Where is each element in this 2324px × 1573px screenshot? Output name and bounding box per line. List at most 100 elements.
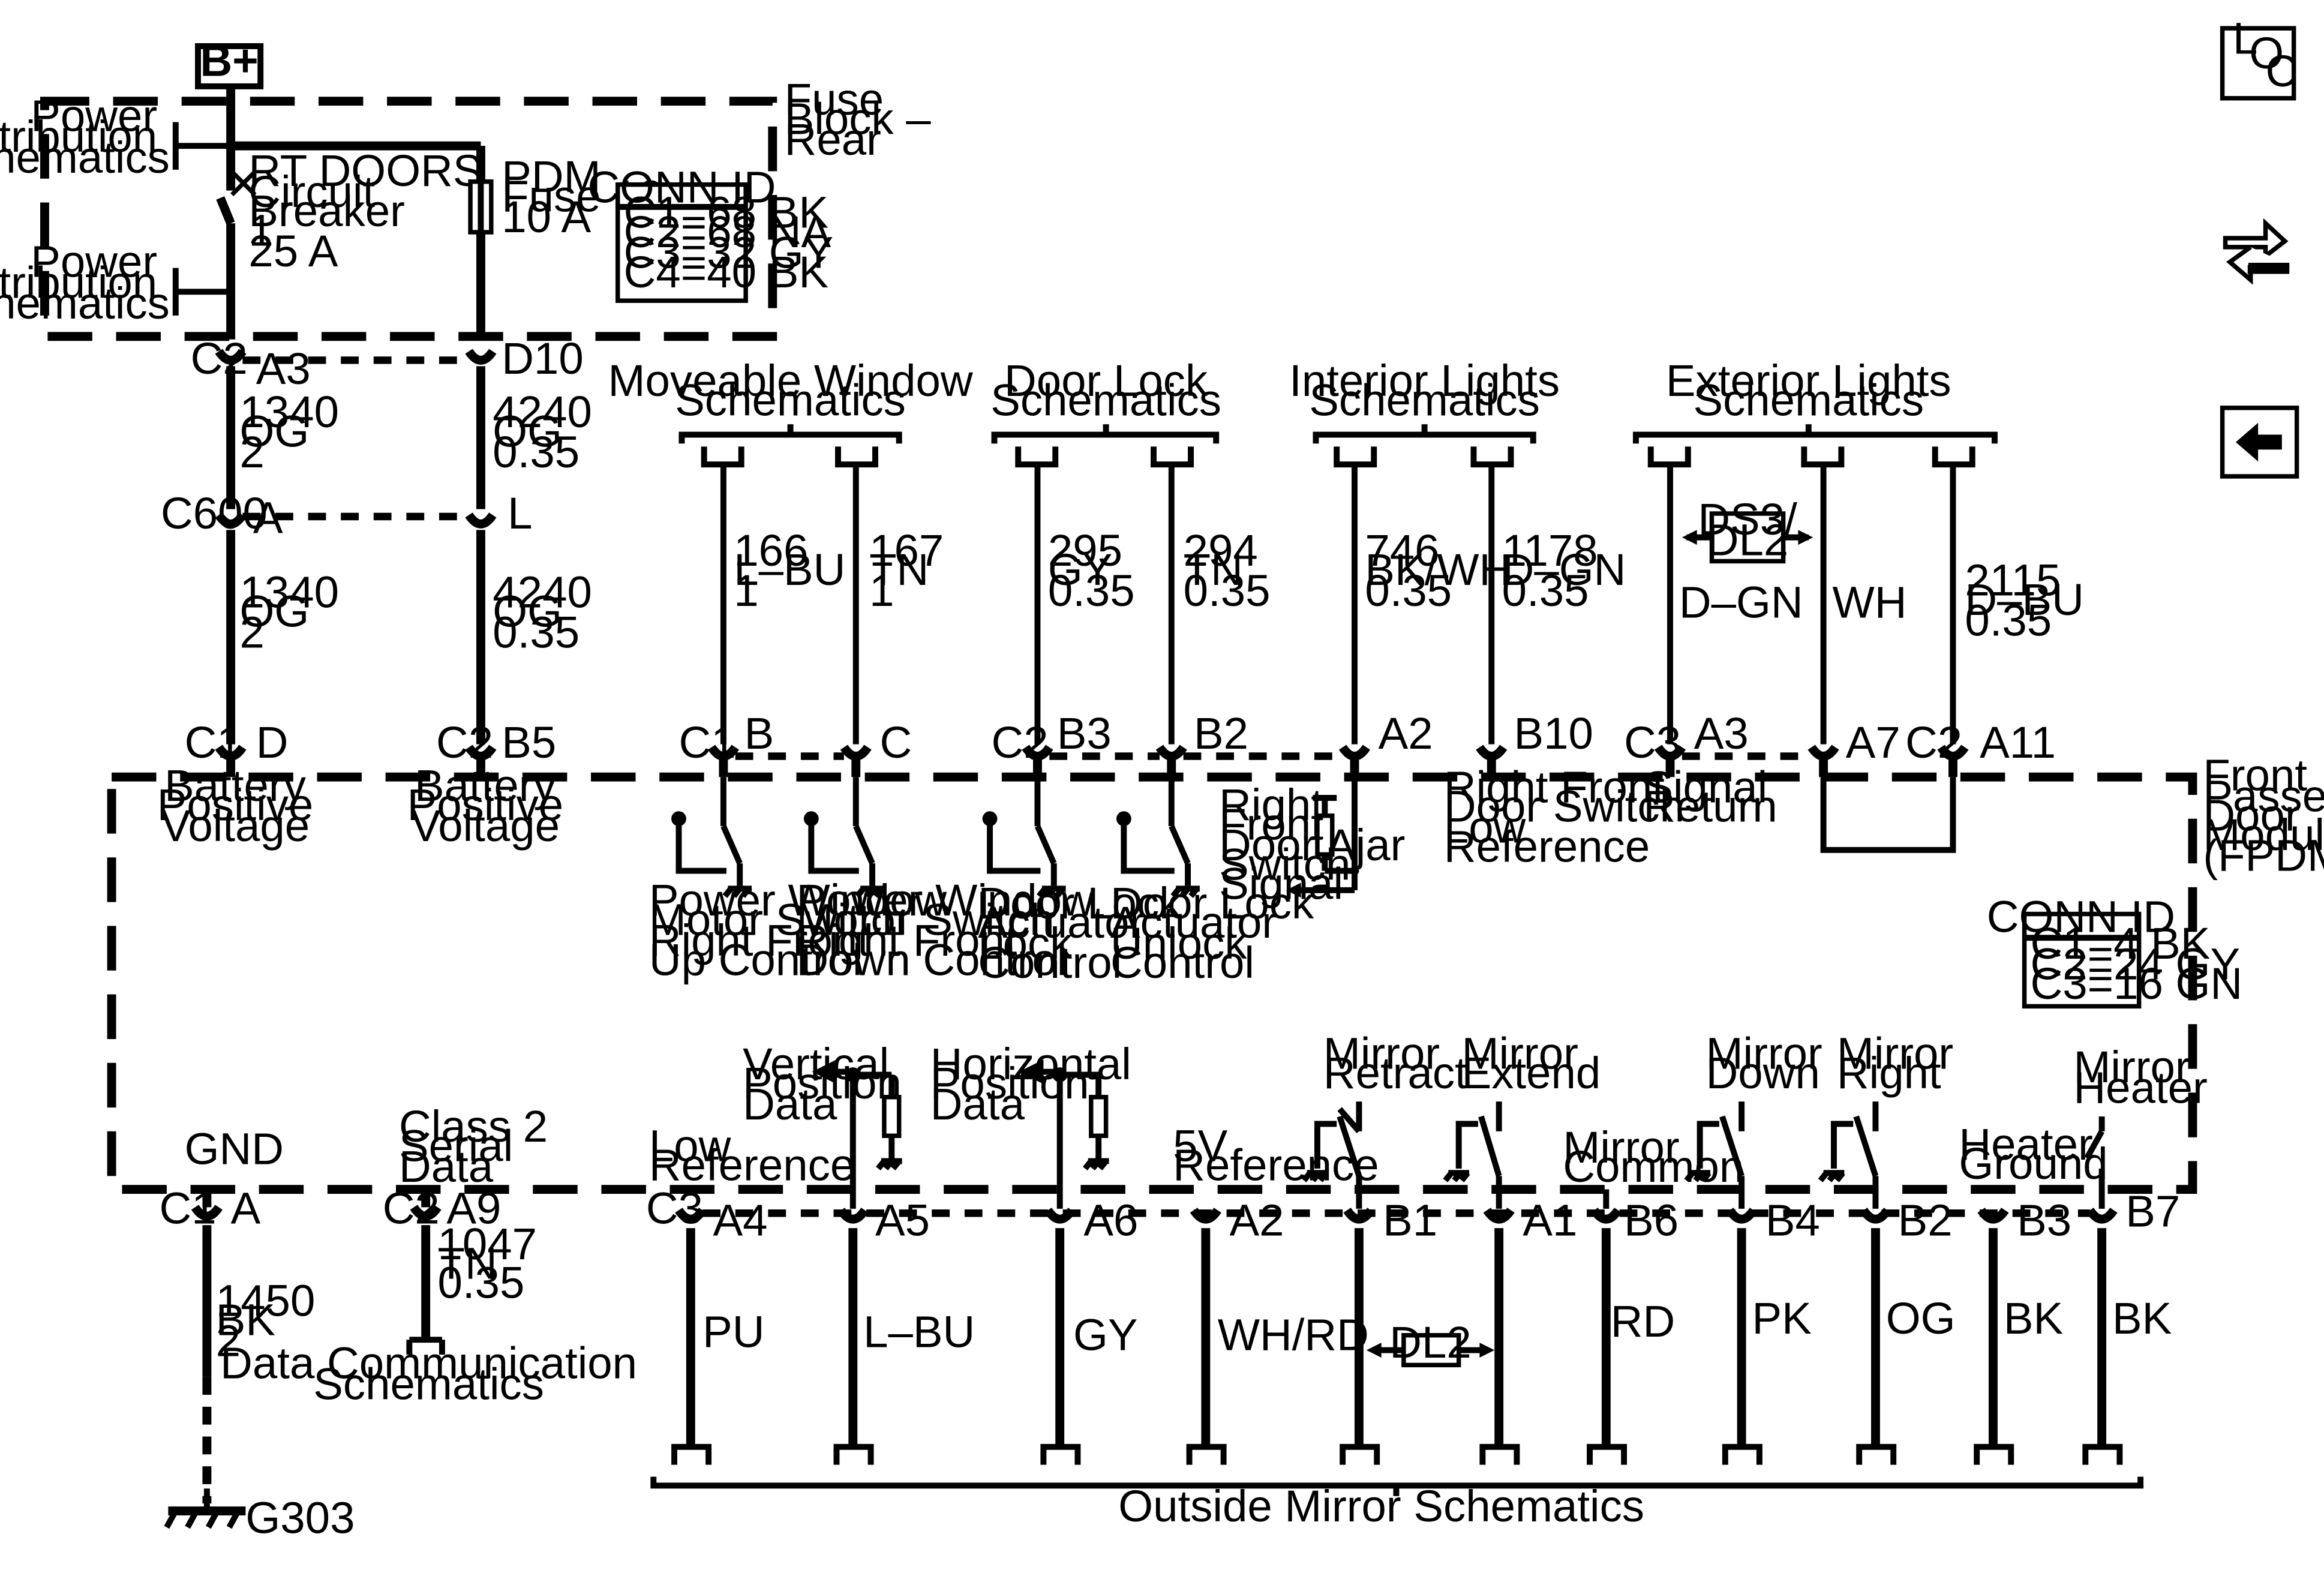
svg-text:A2: A2 [1230, 1195, 1284, 1245]
svg-text:DS3/: DS3/ [1698, 494, 1797, 544]
outside-mirror-schematics-link[interactable]: Outside Mirror Schematics [650, 1476, 2144, 1531]
svg-text:Door LockSchematics: Door LockSchematics [990, 356, 1221, 425]
mirror-harness-terminals [671, 1443, 2123, 1465]
gnd-label: GND [185, 1124, 284, 1173]
mirror-heater-label: MirrorHeater [2073, 1042, 2207, 1113]
power-distribution-link-1[interactable]: Power Distribution Schematics [0, 91, 236, 182]
class2-serial-data-label: Class 2SerialData [399, 1101, 548, 1191]
svg-text:A: A [231, 1184, 261, 1233]
door-lock-schematics-link[interactable]: Door LockSchematics [990, 356, 1221, 444]
svg-text:A7: A7 [1846, 718, 1900, 767]
svg-text:C2: C2 [383, 1184, 440, 1233]
svg-text:A6: A6 [1083, 1195, 1138, 1245]
wire-rd: RD [1611, 1296, 1676, 1346]
svg-text:A3: A3 [1694, 709, 1749, 758]
svg-text:Power Distribution: Power Distribution Schematics [0, 237, 170, 328]
door-lock-control-label: Door LockActuatorLockControl [978, 878, 1182, 987]
vertical-position-data-label: VerticalPositionData [743, 1039, 902, 1129]
svg-text:DL2: DL2 [1707, 515, 1789, 565]
internal-ground-symbols [722, 885, 1200, 898]
svg-text:B5: B5 [502, 718, 556, 767]
svg-text:C: C [879, 718, 912, 767]
svg-text:C2: C2 [992, 718, 1049, 767]
svg-text:C1: C1 [185, 718, 242, 767]
wire-4240-top: 4240 OG 0.35 [493, 387, 604, 477]
svg-text:A11: A11 [1980, 718, 2056, 767]
moveable-window-schematics-link[interactable]: Moveable WindowSchematics [608, 356, 973, 444]
back-arrow-icon[interactable] [2220, 406, 2299, 479]
fuse-block-label: Fuse Block – Rear [785, 74, 944, 164]
fuse-block-rear [40, 97, 777, 341]
wire-pu: PU [702, 1307, 764, 1357]
ds3-dl2-reference[interactable]: DS3/ DL2 [1682, 494, 1813, 565]
signal-return-label: SignalReturn [1643, 762, 1777, 831]
pdm-fuse-12: PDM Fuse 12 10 A [468, 152, 663, 340]
svg-text:RightFrontDoor AjarSwitchSigna: RightFrontDoor AjarSwitchSignal [1219, 780, 1405, 909]
fuse-block-conn-id: CONN ID C1=68 BK C2=68 NA C3=32 GY C4=40… [587, 162, 846, 303]
rt-doors-circuit-breaker: ✕ RT DOORS Circuit Breaker 1 25 A [216, 146, 482, 340]
svg-text:B6: B6 [1624, 1195, 1679, 1245]
svg-text:✕: ✕ [225, 159, 262, 209]
svg-text:B1: B1 [1383, 1195, 1437, 1245]
fpdm-module-border [107, 772, 2197, 1194]
wire-1047: 1047TN0.35 [438, 1219, 538, 1308]
fpdm-module-name: Front Passenger Door Module (FPDM) [2203, 751, 2324, 881]
svg-text:DL2: DL2 [1389, 1317, 1472, 1367]
mirror-extend-label: MirrorExtend [1462, 1029, 1601, 1098]
exterior-lights-loop [1820, 777, 1956, 853]
internal-switches [671, 777, 1191, 886]
wire-og: OG [1886, 1293, 1956, 1343]
svg-text:B4: B4 [1765, 1195, 1820, 1245]
pw-up-control-label: Power WindowMotor SwitchRight FrontUp Co… [649, 875, 947, 984]
svg-text:A9: A9 [446, 1184, 501, 1233]
svg-text:C1=68 BK C2=68 NA: C1=68 BK C2=68 NA C3=32 GY C4=40 BK [624, 188, 846, 297]
svg-text:Interior LightsSchematics: Interior LightsSchematics [1289, 356, 1560, 425]
data-communication-schematics-link[interactable]: Data CommunicationSchematics [220, 1337, 637, 1409]
connector-view-icon[interactable] [2223, 218, 2290, 285]
svg-text:L: L [2233, 13, 2257, 63]
wire-1450: 1450BK2 [216, 1275, 316, 1365]
svg-text:C2: C2 [1905, 718, 1962, 767]
module-bottom-connectors: C1 A C2 A9 C3 A4 A5 A6 A2 B1 A1 B6 B4 B2… [159, 1184, 2180, 1245]
power-distribution-link-2[interactable]: Power Distribution Schematics [0, 237, 236, 328]
loc-icon[interactable]: L O C [2220, 13, 2298, 101]
svg-text:B2: B2 [1898, 1195, 1953, 1245]
battery-label: B+ [200, 36, 259, 86]
svg-text:C3: C3 [1624, 718, 1681, 767]
svg-text:C2: C2 [436, 718, 493, 767]
wire-l-bu: L–BU [863, 1307, 975, 1357]
wire-1340-top: 1340 OG 2 [239, 387, 351, 477]
wire-gy: GY [1073, 1310, 1138, 1360]
wire-wh-rd: WH/RD [1218, 1310, 1369, 1360]
svg-text:O: O [2249, 28, 2284, 78]
svg-text:A5: A5 [875, 1195, 930, 1245]
5v-reference-label: 5VReference [1173, 1121, 1379, 1190]
svg-text:CONN ID: CONN ID [1987, 891, 2175, 941]
wire-bk-1: BK [2004, 1293, 2063, 1343]
mirror-common-label: MirrorCommon [1563, 1122, 1744, 1191]
ground-g303: G303 [164, 1488, 355, 1543]
svg-text:CONN ID: CONN ID [587, 162, 776, 212]
interior-lights-schematics-link[interactable]: Interior LightsSchematics [1289, 356, 1560, 444]
svg-text:C3: C3 [646, 1184, 703, 1233]
exterior-lights-schematics-link[interactable]: Exterior LightsSchematics [1632, 356, 1998, 444]
svg-text:C: C [2266, 46, 2298, 96]
svg-text:Data CommunicationSchematics: Data CommunicationSchematics [220, 1338, 637, 1409]
svg-text:D10: D10 [502, 334, 584, 383]
svg-text:B7: B7 [2125, 1187, 2180, 1236]
svg-text:C2: C2 [191, 334, 248, 383]
mirror-down-label: MirrorDown [1706, 1029, 1822, 1098]
svg-text:Exterior LightsSchematics: Exterior LightsSchematics [1666, 356, 1951, 425]
mirror-relay-switches [1301, 1101, 2105, 1209]
pw-down-control-label: Power WindowMotor SwitchRight FrontDown … [796, 875, 1094, 984]
wire-295: 295GY0.35 [1048, 526, 1135, 616]
battery-terminal: B+ [195, 36, 264, 89]
svg-text:B2: B2 [1194, 709, 1248, 758]
svg-text:Moveable WindowSchematics: Moveable WindowSchematics [608, 356, 973, 425]
svg-text:A4: A4 [713, 1195, 768, 1245]
dl2-reference[interactable]: DL2 [1366, 1317, 1495, 1368]
mirror-harness-wires [686, 1228, 2107, 1447]
wire-1178: 1178D–GN0.35 [1502, 526, 1626, 616]
svg-text:D: D [256, 718, 289, 767]
wire-pk: PK [1752, 1293, 1811, 1343]
